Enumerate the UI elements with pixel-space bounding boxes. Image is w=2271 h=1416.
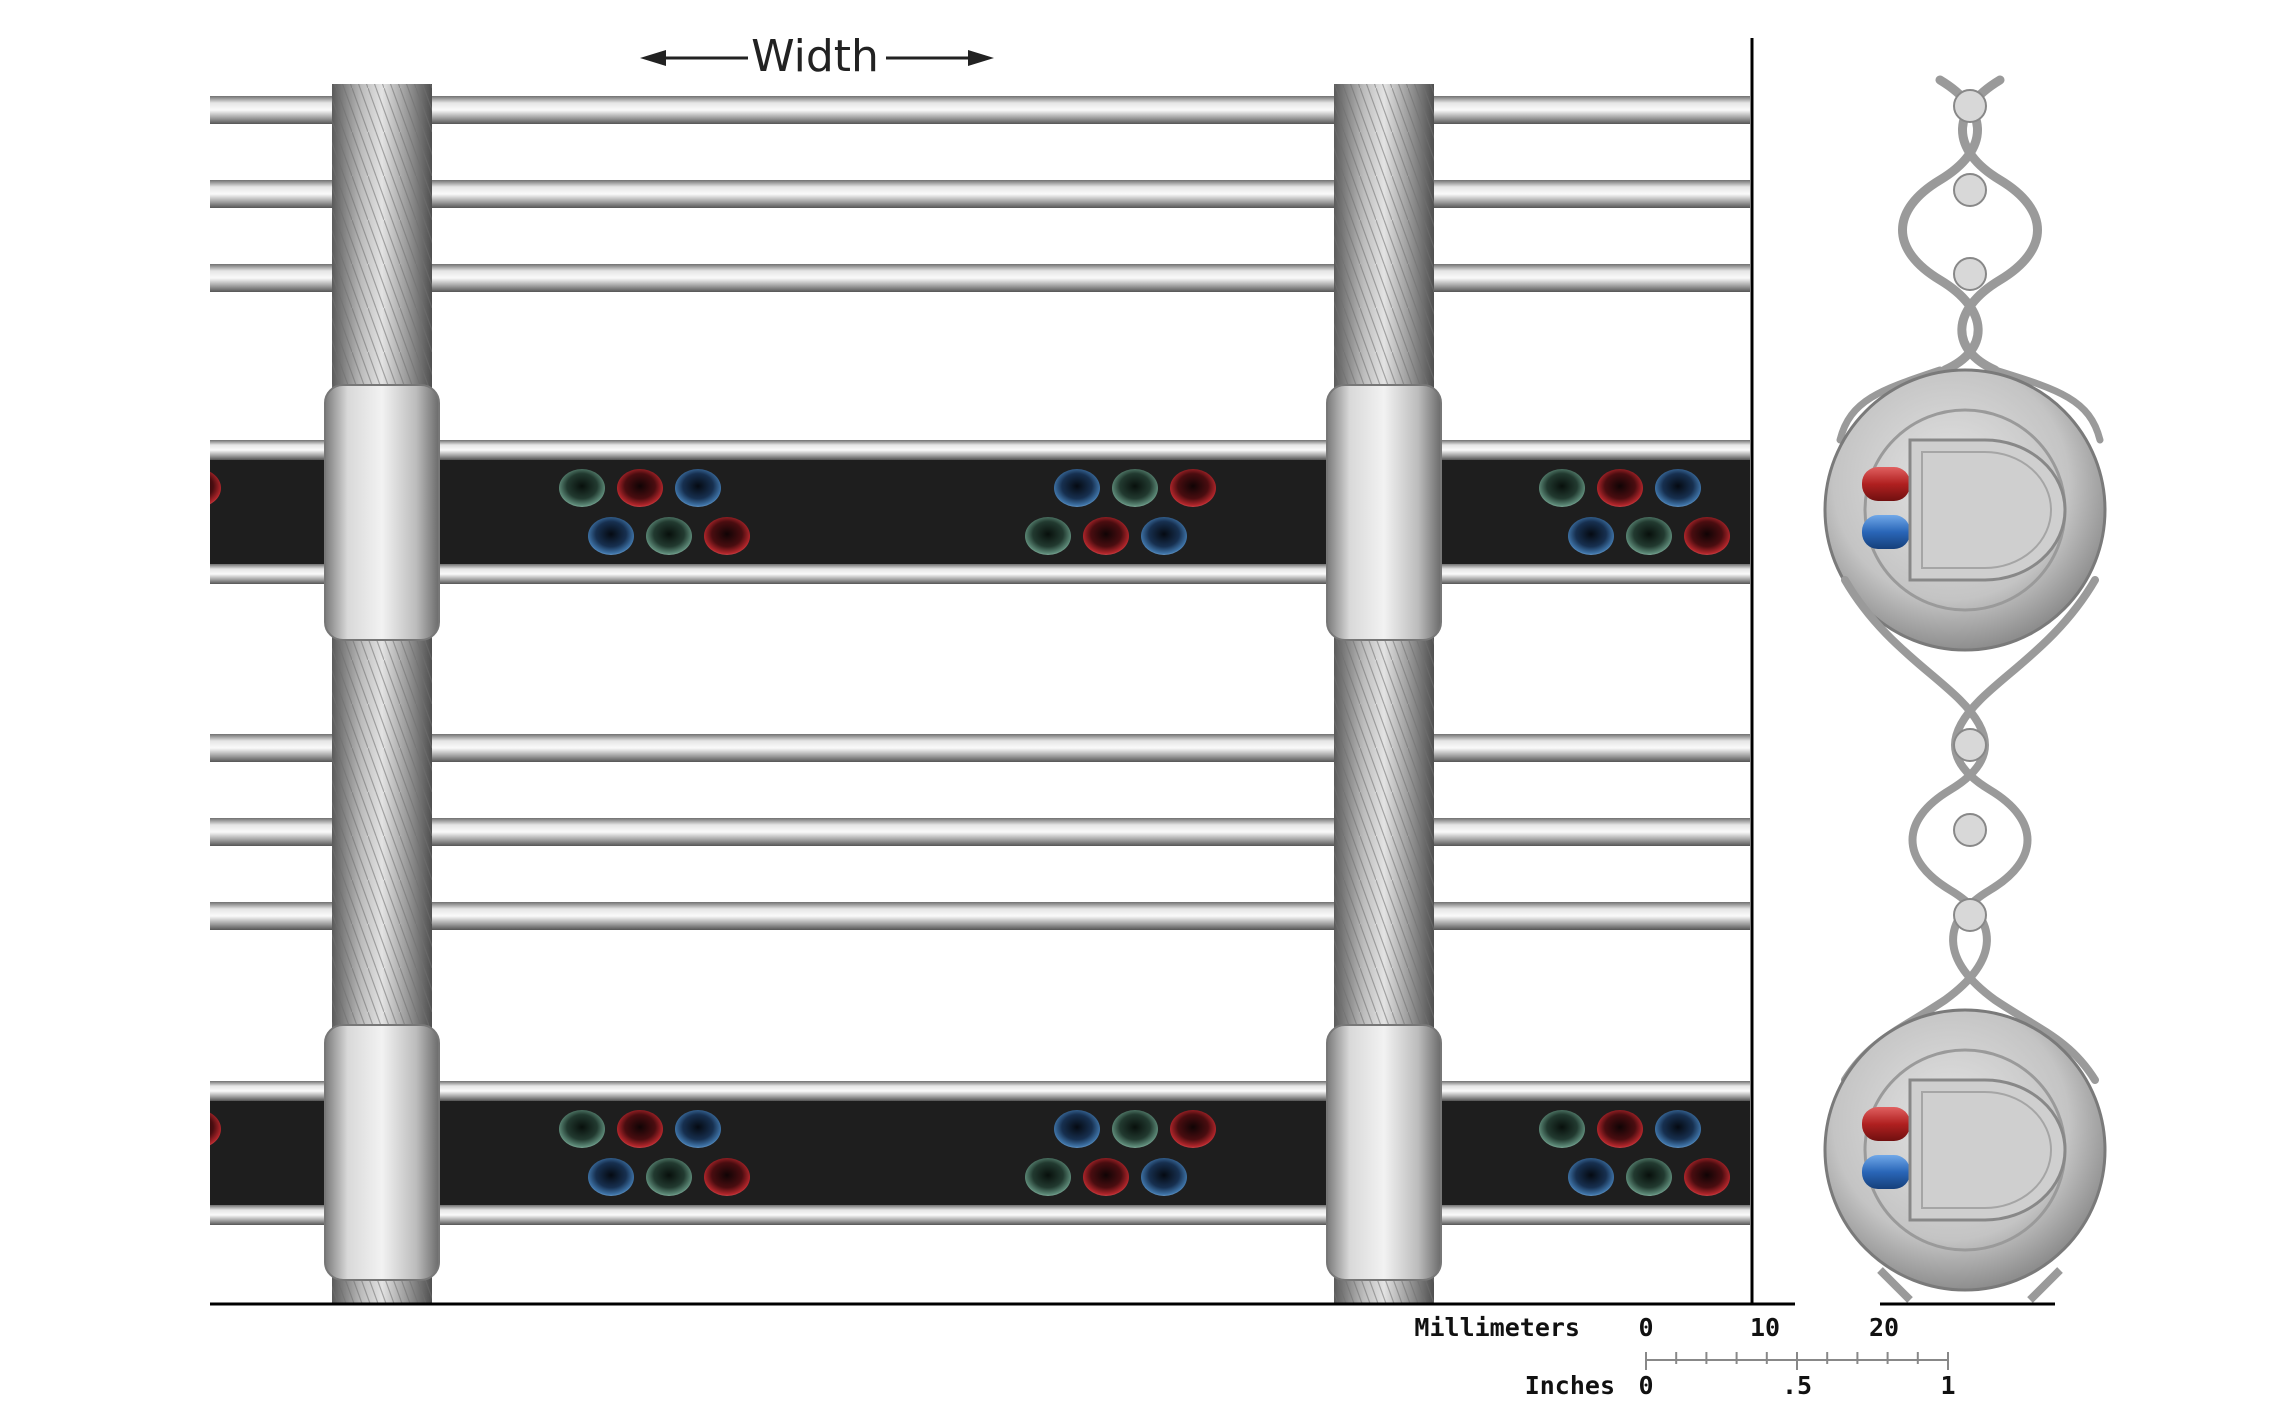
led-bead xyxy=(675,1110,721,1148)
belt-rod-bottom xyxy=(210,564,1750,584)
arrow-right-icon xyxy=(968,50,994,66)
led-bead xyxy=(1141,1158,1187,1196)
led-bead xyxy=(588,517,634,555)
braid-middle xyxy=(1841,576,2099,1084)
belt-rod-top xyxy=(210,440,1750,460)
braid-top xyxy=(1836,75,2104,444)
led-bead xyxy=(1655,1110,1701,1148)
led-bead xyxy=(617,1110,663,1148)
rod xyxy=(210,96,1750,124)
led-bead xyxy=(1054,469,1100,507)
rod xyxy=(210,264,1750,292)
belt-rod-bottom xyxy=(210,1205,1750,1225)
bead-cluster-upper xyxy=(210,469,1730,555)
led-bead xyxy=(1568,1158,1614,1196)
led-bead xyxy=(210,1112,221,1146)
led-bead xyxy=(1597,469,1643,507)
rod-group-upper xyxy=(210,96,1750,292)
mm-tick-label: 10 xyxy=(1750,1313,1780,1342)
cable-ring-upper xyxy=(1326,384,1442,641)
cable-right xyxy=(1326,84,1442,1305)
led-bead xyxy=(1112,1110,1158,1148)
led-housing xyxy=(1908,1078,2067,1222)
led-bead xyxy=(588,1158,634,1196)
braid-bottom xyxy=(1877,1267,2063,1303)
led-bead xyxy=(646,1158,692,1196)
cable-left xyxy=(324,84,440,1305)
led-bead xyxy=(1684,517,1730,555)
led-bead xyxy=(1141,517,1187,555)
led-bead xyxy=(1083,517,1129,555)
belt-strip xyxy=(210,460,1750,564)
led-bead xyxy=(1112,469,1158,507)
side-disc-upper xyxy=(1823,368,2107,652)
rod xyxy=(210,180,1750,208)
led-bead xyxy=(1655,469,1701,507)
inch-tick-label: 1 xyxy=(1940,1371,1955,1400)
led-bead xyxy=(646,517,692,555)
braid-knot xyxy=(1953,813,1987,847)
led-bead xyxy=(1170,469,1216,507)
led-bead xyxy=(1568,517,1614,555)
scale-ticks xyxy=(1645,1352,1949,1370)
led-bead xyxy=(617,469,663,507)
front-view xyxy=(210,84,1750,1305)
cable-ring-lower xyxy=(324,1024,440,1281)
bead-cluster-lower xyxy=(210,1110,1730,1196)
arrow-left-icon xyxy=(640,50,666,66)
width-dimension: Width xyxy=(640,31,994,82)
led-tab-blue xyxy=(1862,1155,1910,1189)
side-view xyxy=(1823,75,2107,1306)
mm-tick-label: 20 xyxy=(1869,1313,1899,1342)
scale-bar: Millimeters 0 10 20 Inches 0 .5 1 xyxy=(1414,1313,1955,1400)
width-label: Width xyxy=(751,31,879,82)
led-bead xyxy=(704,517,750,555)
led-housing-inner xyxy=(1921,1091,2052,1209)
led-bead xyxy=(1083,1158,1129,1196)
braid-knot xyxy=(1953,257,1987,291)
rod xyxy=(210,818,1750,846)
mm-label: Millimeters xyxy=(1414,1313,1580,1342)
led-tab-blue xyxy=(1862,515,1910,549)
led-bead xyxy=(1025,517,1071,555)
led-bead xyxy=(210,471,221,505)
cable-ring-lower xyxy=(1326,1024,1442,1281)
rod xyxy=(210,734,1750,762)
cable-ring-upper xyxy=(324,384,440,641)
inch-label: Inches xyxy=(1525,1371,1615,1400)
side-disc-lower xyxy=(1823,1008,2107,1292)
led-housing-inner xyxy=(1921,451,2052,569)
mm-tick-label: 0 xyxy=(1638,1313,1653,1342)
led-tab-red xyxy=(1862,467,1910,501)
inch-tick-label: .5 xyxy=(1782,1371,1812,1400)
led-bead xyxy=(1539,469,1585,507)
belt-rod-top xyxy=(210,1081,1750,1101)
led-bead xyxy=(675,469,721,507)
rod xyxy=(210,902,1750,930)
led-bead xyxy=(1539,1110,1585,1148)
led-tab-red xyxy=(1862,1107,1910,1141)
braid-knot xyxy=(1953,89,1987,123)
inch-tick-label: 0 xyxy=(1638,1371,1653,1400)
led-bead xyxy=(559,1110,605,1148)
led-bead xyxy=(1025,1158,1071,1196)
belt-strip xyxy=(210,1101,1750,1205)
rod-group-middle xyxy=(210,734,1750,930)
led-bead xyxy=(1626,1158,1672,1196)
braid-knot xyxy=(1953,173,1987,207)
led-bead xyxy=(1170,1110,1216,1148)
braid-knot xyxy=(1953,728,1987,762)
led-bead xyxy=(1626,517,1672,555)
led-bead xyxy=(704,1158,750,1196)
led-housing xyxy=(1908,438,2067,582)
led-bead xyxy=(559,469,605,507)
braid-knot xyxy=(1953,898,1987,932)
led-bead xyxy=(1597,1110,1643,1148)
led-bead xyxy=(1054,1110,1100,1148)
led-bead xyxy=(1684,1158,1730,1196)
